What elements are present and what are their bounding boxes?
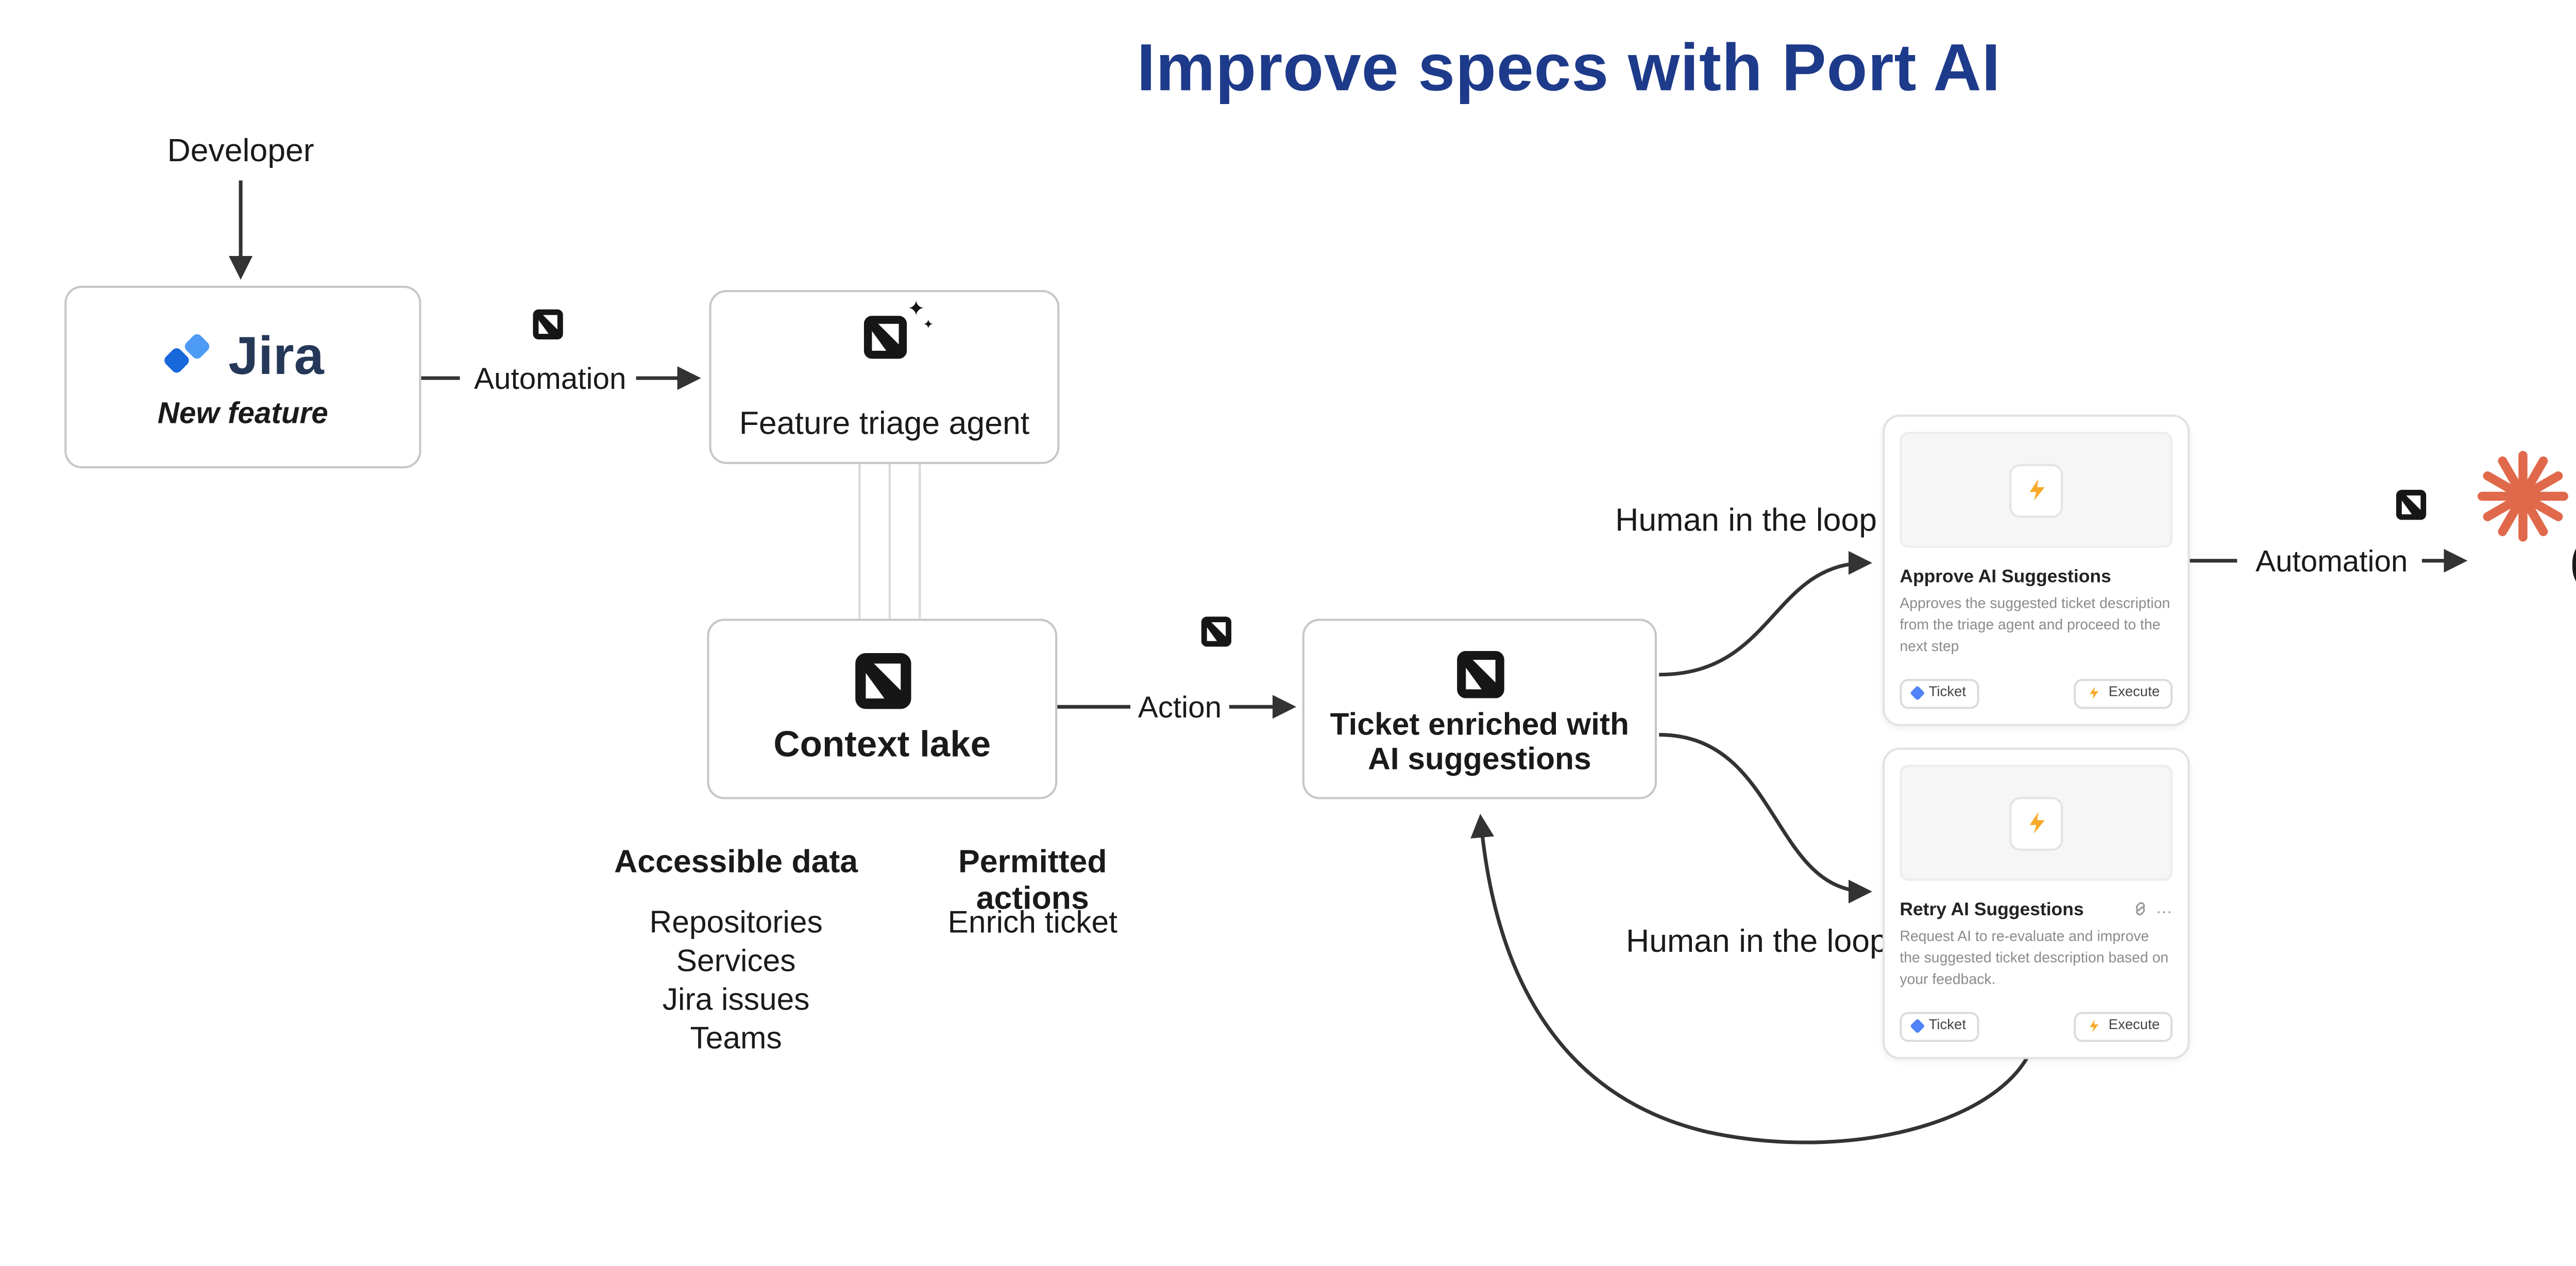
action-label: Action [1138,689,1222,724]
permitted-actions-title: Permitted actions [958,844,1107,918]
port-agent-icon: ✦ ✦ [862,300,934,359]
card-image-area [1900,764,2173,881]
jira-icon [162,331,213,382]
feature-triage-agent-node: ✦ ✦ Feature triage agent [709,290,1060,464]
port-logo-icon [2396,490,2426,520]
context-lake-node: Context lake [707,619,1058,799]
jira-wordmark: Jira [228,325,324,386]
lightning-icon [2090,1019,2099,1033]
human-in-loop-label-top: Human in the loop [1615,503,1877,539]
jira-node: Jira New feature [64,285,421,469]
execute-button[interactable]: Execute [2074,678,2173,708]
list-item: Repositories [649,906,823,941]
ellipsis-menu-icon[interactable]: … [2155,898,2173,918]
card-description: Request AI to re-evaluate and improve th… [1900,930,2169,989]
port-logo-icon [854,652,910,708]
accessible-data-title: Accessible data [614,844,858,881]
lightning-icon [2090,687,2099,699]
list-item: Enrich ticket [947,906,1117,941]
list-item: Jira issues [662,984,810,1019]
copilot-icon [2564,522,2576,619]
card-title: Approve AI Suggestions [1900,565,2111,587]
lightning-icon [2009,796,2063,850]
execute-button-label: Execute [2108,685,2160,701]
list-item: Teams [690,1022,782,1057]
automation-label-2: Automation [2256,543,2408,578]
ticket-badge: Ticket [1900,1011,1979,1041]
ticket-badge: Ticket [1900,678,1979,708]
starburst-icon [2473,447,2572,557]
ticket-enriched-label: Ticket enriched with AI suggestions [1330,708,1630,777]
card-description: Approves the suggested ticket descriptio… [1900,597,2171,656]
ticket-diamond-icon [1910,686,1925,700]
card-title: Retry AI Suggestions [1900,898,2084,920]
sparkle-icon: ✦ [923,320,934,333]
sparkle-icon: ✦ [907,298,925,322]
context-lake-label: Context lake [773,723,991,764]
card-image-area [1900,432,2173,548]
list-item: Services [676,945,796,980]
link-icon[interactable] [2132,900,2149,917]
jira-new-feature-label: New feature [157,394,328,429]
ticket-badge-label: Ticket [1928,685,1966,701]
developer-label-top: Developer [167,133,314,170]
permitted-actions-list: Enrich ticket [909,904,1156,943]
execute-button-label: Execute [2108,1018,2160,1034]
port-logo-icon [1455,649,1503,697]
ticket-badge-label: Ticket [1928,1018,1966,1034]
port-logo-icon [533,309,563,340]
approve-ai-suggestions-card: Approve AI Suggestions Approves the sugg… [1882,415,2190,726]
execute-button[interactable]: Execute [2074,1011,2173,1041]
ticket-diamond-icon [1910,1019,1925,1033]
lightning-icon [2009,463,2063,517]
automation-label-1: Automation [474,361,626,396]
ticket-enriched-node: Ticket enriched with AI suggestions [1302,619,1657,799]
retry-ai-suggestions-card: Retry AI Suggestions … Request AI to re-… [1882,747,2190,1058]
accessible-data-list: Repositories Services Jira issues Teams [613,904,860,1059]
port-logo-icon [1202,617,1232,647]
feature-triage-label: Feature triage agent [739,406,1030,443]
page-title: Improve specs with Port AI [1137,30,2001,106]
human-in-loop-label-bottom: Human in the loop [1626,923,1888,961]
